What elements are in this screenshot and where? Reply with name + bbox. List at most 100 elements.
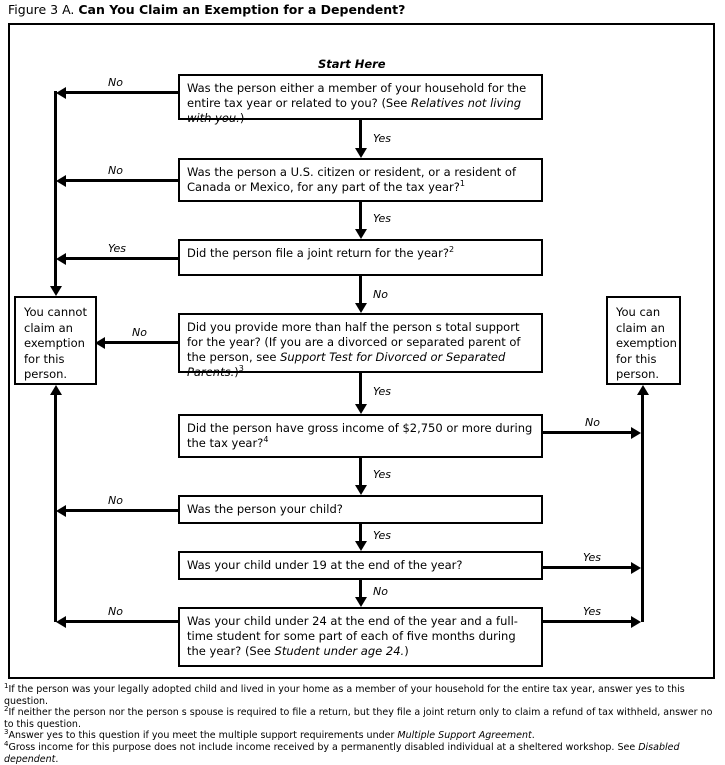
footnote-3-text-b: . <box>531 730 535 742</box>
edge-q4-no-arrowhead <box>95 336 105 349</box>
edge-q6-no-arrowhead <box>56 504 66 517</box>
label-q6-yes: Yes <box>373 529 392 542</box>
question-box-joint-return: Did the person file a joint return for t… <box>178 239 543 276</box>
question-box-citizen-or-resident: Was the person a U.S. citizen or residen… <box>178 158 543 202</box>
footnote-1-text-a: If the person was your legally adopted c… <box>4 684 685 707</box>
footnote-4-text-b: . <box>55 753 59 765</box>
edge-q6-no <box>66 509 178 512</box>
edge-q7-yes-arrowhead <box>631 561 641 574</box>
label-q3-yes: Yes <box>108 242 127 255</box>
edge-q5-no <box>543 431 633 434</box>
left-rail-arrow-into-cannot <box>49 286 62 296</box>
footnote-3-text-a: Answer yes to this question if you meet … <box>8 730 398 742</box>
footnote-4: 4Gross income for this purpose does not … <box>4 739 721 765</box>
edge-q8-yes <box>543 620 633 623</box>
footnote-4-text-a: Gross income for this purpose does not i… <box>8 741 639 753</box>
q4-text-a: Did you provide more than half the perso… <box>187 320 521 364</box>
outcome-box-can-claim: You can claim an exemption for this pers… <box>606 296 681 385</box>
q4-footnote-ref: 3 <box>238 364 244 374</box>
edge-q1-yes-arrowhead <box>354 148 367 158</box>
label-q8-yes: Yes <box>583 605 602 618</box>
edge-q8-no <box>66 620 178 623</box>
q3-footnote-ref: 2 <box>448 245 455 255</box>
outcome-box-cannot-claim: You cannot claim an exemption for this p… <box>14 296 97 385</box>
q8-text-b: ) <box>404 644 409 658</box>
q3-text-a: Did the person file a joint return for t… <box>187 246 449 260</box>
edge-q1-no-arrowhead <box>56 86 66 99</box>
edge-q7-no <box>359 580 362 597</box>
footnote-3: 3Answer yes to this question if you meet… <box>4 728 721 742</box>
q6-text-a: Was the person your child? <box>187 502 343 516</box>
footnotes-block: 1If the person was your legally adopted … <box>4 681 721 765</box>
edge-q7-no-arrowhead <box>354 597 367 607</box>
figure-title-text: Can You Claim an Exemption for a Depende… <box>78 2 406 17</box>
edge-q5-yes-arrowhead <box>354 485 367 495</box>
q4-italic: Support Test for Divorced or Separated P… <box>187 350 506 379</box>
question-box-gross-income: Did the person have gross income of $2,7… <box>178 414 543 458</box>
footnote-3-marker: 3 <box>4 728 9 737</box>
question-box-child-under-24-student: Was your child under 24 at the end of th… <box>178 607 543 667</box>
label-q2-no: No <box>108 164 123 177</box>
right-rail-arrow-into-can <box>636 385 649 395</box>
footnote-2-text-a: If neither the person nor the person s s… <box>4 707 713 730</box>
edge-q8-no-arrowhead <box>56 615 66 628</box>
label-q6-no: No <box>108 494 123 507</box>
label-q5-no: No <box>585 416 600 429</box>
edge-q2-yes <box>359 202 362 229</box>
footnote-3-italic: Multiple Support Agreement <box>397 730 532 742</box>
label-q3-no: No <box>373 288 388 301</box>
label-q1-yes: Yes <box>373 132 392 145</box>
question-box-household-or-related: Was the person either a member of your h… <box>178 74 543 125</box>
label-q5-yes: Yes <box>373 468 392 481</box>
q7-text-a: Was your child under 19 at the end of th… <box>187 558 463 572</box>
label-q4-yes: Yes <box>373 385 392 398</box>
question-box-support-test: Did you provide more than half the perso… <box>178 313 543 379</box>
edge-q3-yes <box>66 257 178 260</box>
edge-q2-yes-arrowhead <box>354 229 367 239</box>
edge-q4-yes <box>359 373 362 404</box>
question-box-person-your-child: Was the person your child? <box>178 495 543 524</box>
edge-q1-no <box>66 91 178 94</box>
q2-footnote-ref: 1 <box>459 179 465 189</box>
edge-q6-yes-arrowhead <box>354 541 367 551</box>
label-q8-no: No <box>108 605 123 618</box>
left-rail-lower <box>54 395 57 622</box>
label-q7-no: No <box>373 585 388 598</box>
left-rail-arrow-into-cannot-bottom <box>49 385 62 395</box>
edge-q3-no <box>359 276 362 303</box>
q5-text-a: Did the person have gross income of $2,7… <box>187 421 533 450</box>
label-q1-no: No <box>108 76 123 89</box>
footnote-1: 1If the person was your legally adopted … <box>4 681 721 707</box>
q1-italic: Relatives not living with you. <box>187 96 522 125</box>
q5-footnote-ref: 4 <box>263 435 269 445</box>
q4-text-b: ) <box>234 365 239 379</box>
figure-title: Figure 3 A. Can You Claim an Exemption f… <box>8 2 405 18</box>
q1-text-a: Was the person either a member of your h… <box>187 81 527 110</box>
edge-q4-no <box>105 341 178 344</box>
flowchart-frame <box>8 23 715 679</box>
footnote-4-marker: 4 <box>4 739 9 748</box>
footnote-2: 2If neither the person nor the person s … <box>4 705 721 730</box>
edge-q5-yes <box>359 458 362 485</box>
left-rail-upper <box>54 91 57 286</box>
q1-text-b: ) <box>239 111 245 125</box>
edge-q3-no-arrowhead <box>354 303 367 313</box>
edge-q6-yes <box>359 524 362 541</box>
edge-q5-no-arrowhead <box>631 426 641 439</box>
footnote-2-marker: 2 <box>4 705 9 714</box>
figure-number: Figure 3 A. <box>8 2 75 17</box>
label-q4-no: No <box>132 326 147 339</box>
right-rail <box>641 395 644 622</box>
label-q2-yes: Yes <box>373 212 392 225</box>
edge-q3-yes-arrowhead <box>56 252 66 265</box>
start-here-label: Start Here <box>318 57 386 71</box>
q2-text-a: Was the person a U.S. citizen or residen… <box>187 165 517 194</box>
q8-italic: Student under age 24. <box>274 644 405 658</box>
label-q7-yes: Yes <box>583 551 602 564</box>
edge-q1-yes <box>359 120 362 148</box>
question-box-child-under-19: Was your child under 19 at the end of th… <box>178 551 543 580</box>
q8-text-a: Was your child under 24 at the end of th… <box>187 614 518 658</box>
edge-q2-no-arrowhead <box>56 174 66 187</box>
footnote-1-marker: 1 <box>4 681 9 690</box>
edge-q2-no <box>66 179 178 182</box>
